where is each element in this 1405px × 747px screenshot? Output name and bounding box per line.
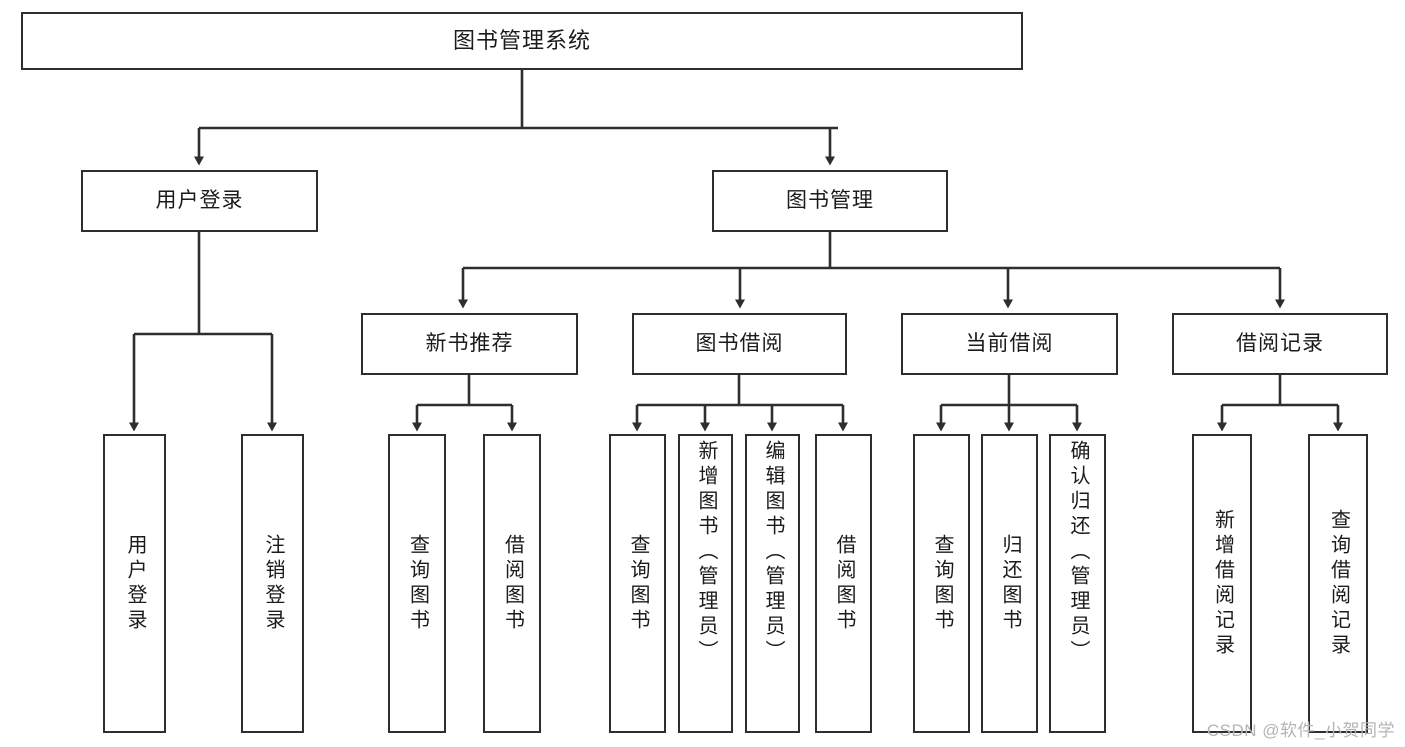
node-label: 查询借阅记录 (1327, 508, 1350, 659)
node-borrowing-record[interactable]: 借阅记录 (1172, 313, 1388, 375)
leaf-query-book-recommendation[interactable]: 查询图书 (388, 434, 446, 733)
node-label: 当前借阅 (965, 332, 1054, 356)
leaf-return-book[interactable]: 归还图书 (981, 434, 1038, 733)
leaf-query-book-current[interactable]: 查询图书 (913, 434, 970, 733)
leaf-confirm-return-admin[interactable]: 确认归还（管理员） (1049, 434, 1106, 733)
node-label: 图书借阅 (695, 332, 784, 356)
leaf-add-borrowing-record[interactable]: 新增借阅记录 (1192, 434, 1252, 733)
node-label: 确认归还（管理员） (1067, 440, 1089, 665)
leaf-borrow-book-recommendation[interactable]: 借阅图书 (483, 434, 541, 733)
node-label: 新书推荐 (425, 332, 514, 356)
leaf-query-borrowing-record[interactable]: 查询借阅记录 (1308, 434, 1368, 733)
node-label: 注销登录 (262, 533, 284, 634)
leaf-logout[interactable]: 注销登录 (241, 434, 304, 733)
node-label: 图书管理 (786, 189, 874, 213)
node-label: 查询图书 (406, 533, 429, 634)
node-label: 借阅图书 (833, 533, 855, 634)
leaf-query-book-borrowing[interactable]: 查询图书 (609, 434, 666, 733)
node-label: 用户登录 (155, 189, 244, 213)
node-book-borrowing[interactable]: 图书借阅 (632, 313, 847, 375)
node-book-management[interactable]: 图书管理 (712, 170, 948, 232)
node-label: 归还图书 (999, 533, 1021, 634)
node-label: 新增图书（管理员） (695, 440, 717, 665)
node-new-book-recommendation[interactable]: 新书推荐 (361, 313, 578, 375)
leaf-edit-book-admin[interactable]: 编辑图书（管理员） (745, 434, 800, 733)
leaf-borrow-book-borrowing[interactable]: 借阅图书 (815, 434, 872, 733)
node-label: 借阅图书 (501, 533, 524, 634)
node-label: 新增借阅记录 (1211, 508, 1234, 659)
node-label: 查询图书 (627, 533, 649, 634)
node-label: 编辑图书（管理员） (762, 440, 784, 665)
node-label: 图书管理系统 (452, 27, 591, 53)
leaf-add-book-admin[interactable]: 新增图书（管理员） (678, 434, 733, 733)
node-current-borrowing[interactable]: 当前借阅 (901, 313, 1118, 375)
leaf-user-login[interactable]: 用户登录 (103, 434, 166, 733)
node-root-system[interactable]: 图书管理系统 (21, 12, 1023, 70)
watermark-text: CSDN @软件_小贺同学 (1206, 721, 1395, 740)
node-label: 借阅记录 (1236, 332, 1324, 356)
node-label: 查询图书 (931, 533, 953, 634)
node-user-login[interactable]: 用户登录 (81, 170, 318, 232)
node-label: 用户登录 (124, 533, 146, 634)
